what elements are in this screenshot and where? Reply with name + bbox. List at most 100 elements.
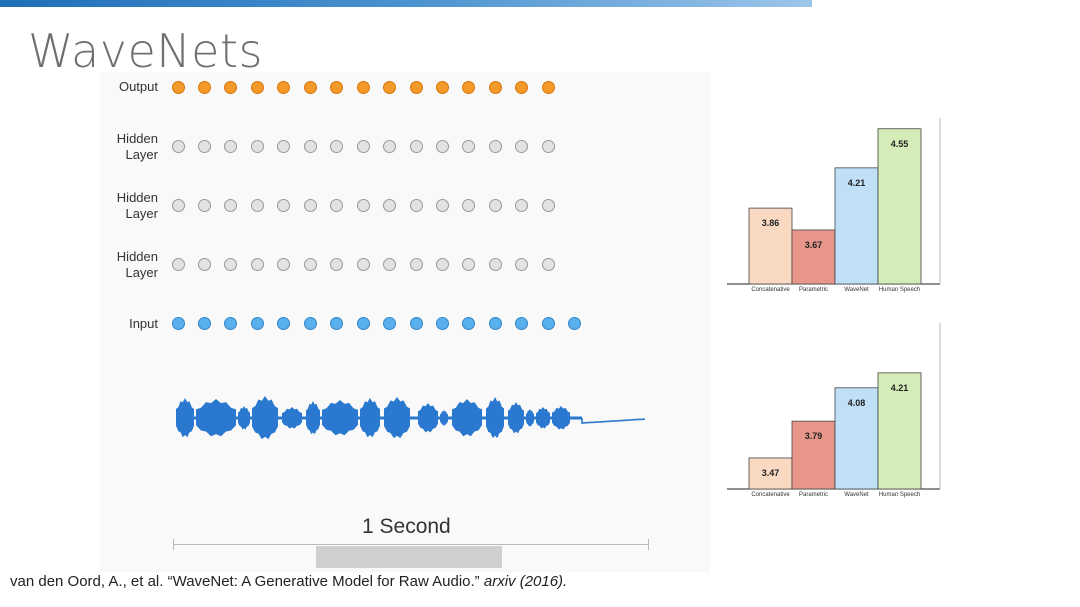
input-node [356, 316, 370, 330]
hidden-3-node [224, 257, 238, 271]
input-node [224, 316, 238, 330]
chart-2-value-label: 4.08 [848, 398, 866, 408]
output-node [436, 80, 449, 94]
time-scale-label: 1 Second [362, 515, 451, 538]
input-node [171, 316, 185, 330]
chart-1-value-label: 3.67 [805, 240, 823, 250]
output-node [303, 80, 317, 94]
input-node [409, 316, 423, 330]
time-scale-tick-right [648, 539, 649, 550]
chart-2-category-label: Human Speech [879, 492, 920, 498]
input-node [488, 316, 502, 330]
hidden-3-node [515, 257, 529, 271]
hidden-3-node [330, 257, 344, 271]
chart-2-bar-human-speech [877, 372, 922, 490]
hidden-layer-label-2: Hidden Layer [96, 190, 158, 222]
hidden-1-node [436, 139, 449, 153]
chart-2-value-label: 3.47 [762, 468, 780, 478]
output-node [488, 80, 502, 94]
hidden-1-node [462, 139, 476, 153]
time-scale-tick-left [173, 539, 174, 550]
input-layer-label: Input [129, 316, 158, 331]
output-node [171, 80, 185, 94]
mos-chart-1: 3.86Concatenative3.67Parametric4.21WaveN… [727, 118, 941, 293]
top-accent-bar [0, 0, 812, 7]
chart-1-bar-wavenet [834, 167, 879, 285]
hidden-3-node [277, 257, 291, 271]
hidden-2-node [409, 198, 423, 212]
citation-source: arxiv (2016). [483, 573, 568, 590]
hidden-2-node [462, 198, 476, 212]
output-node [224, 80, 238, 94]
hidden-3-node [541, 257, 555, 271]
hidden-3-node [171, 257, 185, 271]
input-node [462, 316, 476, 330]
hidden-2-node [303, 198, 317, 212]
hidden-3-node [356, 257, 370, 271]
chart-1-value-label: 4.55 [891, 139, 909, 149]
output-node [197, 80, 211, 94]
hidden-2-node [541, 198, 555, 212]
hidden-3-node [436, 257, 449, 271]
hidden-2-node [356, 198, 370, 212]
wavenet-figure-panel [100, 72, 710, 572]
output-node [330, 80, 344, 94]
hidden-layer-label-1-line-1: Hidden [116, 131, 158, 146]
hidden-1-node [356, 139, 370, 153]
input-node [250, 316, 264, 330]
chart-1-value-label: 3.86 [762, 218, 780, 228]
output-node [462, 80, 476, 94]
hidden-1-node [224, 139, 238, 153]
hidden-2-node [197, 198, 211, 212]
chart-1-bar-concatenative [748, 207, 793, 285]
input-node [330, 316, 344, 330]
chart-2-category-label: WaveNet [844, 492, 869, 498]
hidden-1-node [409, 139, 423, 153]
output-node [409, 80, 423, 94]
hidden-2-node [277, 198, 291, 212]
hidden-1-node [383, 139, 397, 153]
chart-2-value-label: 4.21 [891, 383, 909, 393]
output-node [541, 80, 555, 94]
citation: van den Oord, A., et al. “WaveNet: A Gen… [10, 573, 567, 590]
hidden-2-node [383, 198, 397, 212]
hidden-1-node [541, 139, 555, 153]
hidden-layer-label-1-line-2: Layer [125, 147, 158, 162]
output-node [356, 80, 370, 94]
chart-2-category-label: Parametric [799, 492, 828, 498]
hidden-1-node [197, 139, 211, 153]
hidden-3-node [462, 257, 476, 271]
input-node [436, 316, 449, 330]
chart-1-category-label: Parametric [799, 287, 828, 293]
hidden-layer-label-1: Hidden Layer [96, 131, 158, 163]
input-node [303, 316, 317, 330]
waveform-tail [581, 418, 646, 424]
chart-2-bar-wavenet [834, 387, 879, 490]
hidden-1-node [303, 139, 317, 153]
hidden-3-node [383, 257, 397, 271]
input-node [515, 316, 529, 330]
hidden-1-node [515, 139, 529, 153]
hidden-2-node [330, 198, 344, 212]
hidden-2-node [515, 198, 529, 212]
hidden-2-node [436, 198, 449, 212]
output-node [277, 80, 291, 94]
hidden-3-node [488, 257, 502, 271]
hidden-2-node [171, 198, 185, 212]
input-node [568, 316, 582, 330]
citation-text: van den Oord, A., et al. “WaveNet: A Gen… [10, 573, 484, 590]
hidden-3-node [409, 257, 423, 271]
hidden-3-node [303, 257, 317, 271]
hidden-1-node [277, 139, 291, 153]
input-node [541, 316, 555, 330]
hidden-1-node [250, 139, 264, 153]
slide-title: WaveNets [28, 24, 263, 78]
hidden-layer-label-3-line-2: Layer [125, 265, 158, 280]
chart-1-category-label: Concatenative [751, 287, 790, 293]
hidden-layer-label-3: Hidden Layer [96, 249, 158, 281]
hidden-2-node [250, 198, 264, 212]
mos-chart-2: 3.47Concatenative3.79Parametric4.08WaveN… [727, 323, 941, 498]
hidden-layer-label-2-line-2: Layer [125, 206, 158, 221]
hidden-layer-label-3-line-1: Hidden [116, 249, 158, 264]
hidden-2-node [488, 198, 502, 212]
